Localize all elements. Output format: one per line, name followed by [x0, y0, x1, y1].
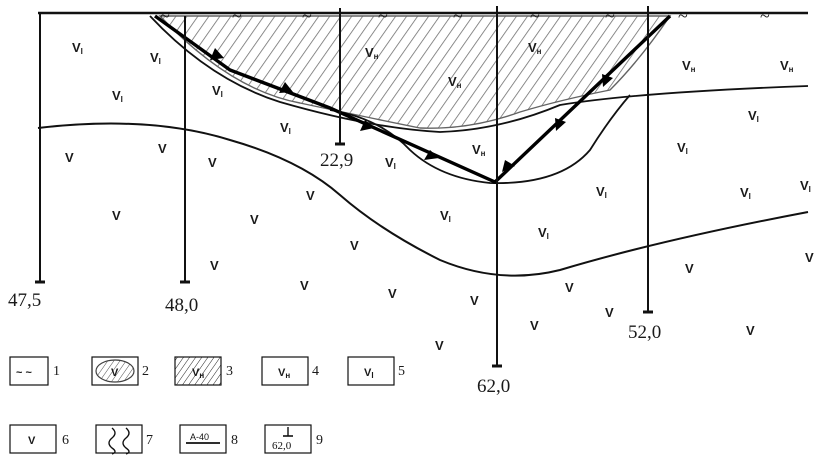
- litho-vi-symbol: VI: [112, 88, 123, 104]
- litho-v-symbol: V: [208, 155, 217, 170]
- legend-item-1: ~ ~ 1: [9, 356, 60, 386]
- litho-vi-symbol: VI: [538, 225, 549, 241]
- tilde-symbol: ~: [678, 6, 688, 26]
- well-depth-label: 62,0: [477, 376, 510, 397]
- legend-symbol-vn: Vн: [192, 367, 204, 380]
- litho-v-symbol: V: [605, 305, 614, 320]
- legend-symbol-vi: VI: [364, 367, 374, 380]
- legend-item-7: 7: [95, 424, 153, 455]
- legend-number: 7: [146, 433, 153, 448]
- litho-v-symbol: V: [746, 323, 755, 338]
- boundary-wedge: [329, 94, 631, 184]
- litho-vi-symbol: VI: [440, 208, 451, 224]
- litho-v-symbol: V: [685, 261, 694, 276]
- legend-item-4: Vн 4: [261, 356, 319, 386]
- tilde-symbol: ~: [530, 6, 540, 26]
- legend-number: 3: [226, 364, 233, 379]
- litho-vn-group: Vн Vн Vн Vн Vн Vн: [365, 40, 794, 158]
- tilde-symbol: ~: [232, 6, 242, 26]
- litho-vn-symbol: Vн: [448, 74, 462, 90]
- legend-symbol-vn: Vн: [278, 367, 290, 380]
- litho-v-symbol: V: [805, 250, 814, 265]
- litho-v-symbol: V: [565, 280, 574, 295]
- litho-vi-symbol: VI: [748, 108, 759, 124]
- litho-vi-symbol: VI: [150, 50, 161, 66]
- tilde-symbol: ~: [302, 6, 312, 26]
- legend-item-8: A-40 8: [179, 424, 238, 454]
- litho-v-symbol: V: [210, 258, 219, 273]
- surface-tildes: ~ ~ ~ ~ ~ ~ ~ ~ ~: [160, 6, 770, 26]
- well-depth-label: 22,9: [320, 150, 353, 171]
- tilde-symbol: ~: [605, 6, 615, 26]
- well-depth-label: 48,0: [165, 295, 198, 316]
- litho-vi-group: VI VI VI VI VI VI VI VI VI VI VI VI VI: [72, 40, 811, 241]
- litho-vn-symbol: Vн: [365, 45, 379, 61]
- litho-vi-symbol: VI: [800, 178, 811, 194]
- litho-v-symbol: V: [388, 286, 397, 301]
- legend-symbol-fault: A-40: [190, 432, 209, 442]
- legend-item-6: V 6: [9, 424, 69, 454]
- boundary-middle: [37, 122, 809, 277]
- litho-v-symbol: V: [158, 141, 167, 156]
- well-2: 48,0: [165, 16, 198, 316]
- tilde-symbol: ~: [160, 6, 170, 26]
- hatched-zone: [158, 15, 672, 129]
- fault-teeth: [210, 48, 613, 172]
- legend-number: 9: [316, 433, 323, 448]
- boundary-upper: [149, 15, 809, 133]
- litho-v-symbol: V: [306, 188, 315, 203]
- legend-number: 5: [398, 364, 405, 379]
- litho-vi-symbol: VI: [72, 40, 83, 56]
- litho-v-symbol: V: [435, 338, 444, 353]
- litho-v-symbol: V: [530, 318, 539, 333]
- litho-vi-symbol: VI: [280, 120, 291, 136]
- litho-vn-symbol: Vн: [682, 58, 696, 74]
- tilde-symbol: ~: [378, 6, 388, 26]
- legend-symbol-tilde: ~ ~: [16, 367, 32, 379]
- well-depth-label: 52,0: [628, 322, 661, 343]
- litho-vi-symbol: VI: [212, 83, 223, 99]
- legend-number: 4: [312, 364, 319, 379]
- litho-vi-symbol: VI: [740, 185, 751, 201]
- well-3: 22,9: [320, 8, 353, 171]
- legend-number: 1: [53, 364, 60, 379]
- legend-item-3: Vн 3: [174, 356, 233, 386]
- legend-item-2: V 2: [91, 356, 149, 386]
- litho-vi-symbol: VI: [677, 140, 688, 156]
- litho-v-symbol: V: [65, 150, 74, 165]
- legend-symbol-v: V: [111, 367, 119, 379]
- well-1: 47,5: [8, 13, 45, 311]
- litho-vi-symbol: VI: [596, 184, 607, 200]
- well-4: 62,0: [477, 6, 510, 397]
- legend-number: 8: [231, 433, 238, 448]
- litho-v-symbol: V: [350, 238, 359, 253]
- well-depth-label: 47,5: [8, 290, 41, 311]
- tilde-symbol: ~: [760, 6, 770, 26]
- litho-v-symbol: V: [112, 208, 121, 223]
- litho-vn-symbol: Vн: [528, 40, 542, 56]
- legend-number: 2: [142, 364, 149, 379]
- litho-vn-symbol: Vн: [472, 142, 486, 158]
- legend-item-9: 62,0 9: [264, 424, 323, 454]
- legend-symbol-v: V: [28, 435, 36, 447]
- litho-v-symbol: V: [250, 212, 259, 227]
- well-5: 52,0: [628, 6, 661, 343]
- legend: ~ ~ 1 V 2 Vн 3 Vн 4 VI 5: [9, 356, 405, 455]
- litho-v-symbol: V: [470, 293, 479, 308]
- litho-v-symbol: V: [300, 278, 309, 293]
- litho-vi-symbol: VI: [385, 155, 396, 171]
- legend-number: 6: [62, 433, 69, 448]
- fault-line: [154, 14, 672, 185]
- legend-item-5: VI 5: [347, 356, 405, 386]
- tilde-symbol: ~: [453, 6, 463, 26]
- litho-v-group: V V V V V V V V V V V V V V V V V V: [65, 141, 814, 353]
- litho-vn-symbol: Vн: [780, 58, 794, 74]
- legend-symbol-well: 62,0: [272, 440, 292, 452]
